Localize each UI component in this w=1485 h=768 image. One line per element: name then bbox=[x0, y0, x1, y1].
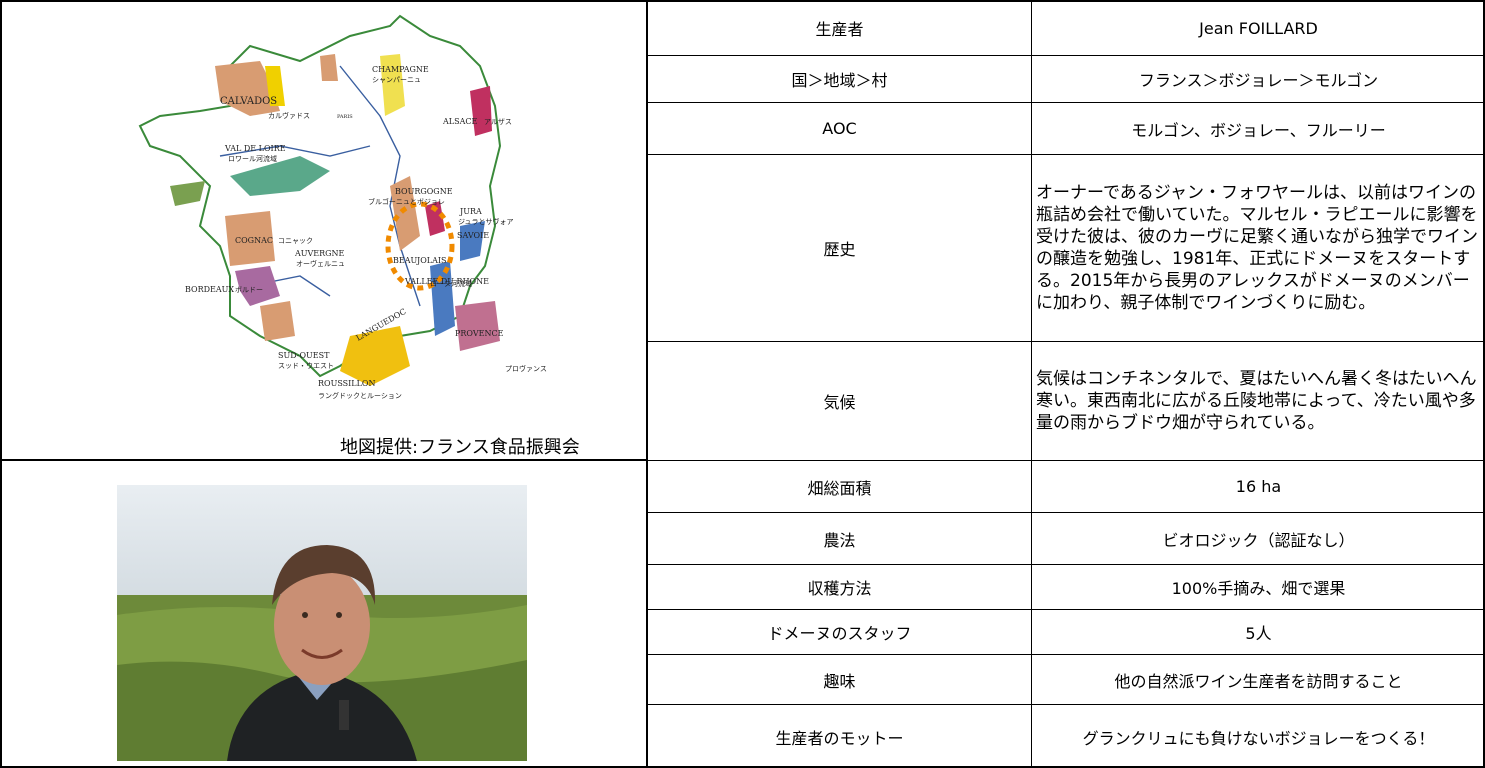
svg-text:ボルドー: ボルドー bbox=[235, 286, 263, 294]
svg-text:PARIS: PARIS bbox=[337, 114, 353, 120]
alsace-region bbox=[470, 86, 492, 136]
value-farming: ビオロジック（認証なし） bbox=[1031, 512, 1485, 564]
languedoc-region bbox=[340, 326, 410, 386]
sudouest-region bbox=[260, 301, 295, 341]
beaujolais-highlight bbox=[385, 201, 455, 291]
value-aoc: モルゴン、ボジョレー、フルーリー bbox=[1031, 102, 1485, 154]
svg-text:アルザス: アルザス bbox=[484, 118, 512, 126]
svg-text:ロワール河流域: ロワール河流域 bbox=[228, 154, 277, 163]
france-wine-map: CHAMPAGNE シャンパーニュ CALVADOS カルヴァドス PARIS … bbox=[100, 6, 640, 436]
value-hobby: 他の自然派ワイン生産者を訪問すること bbox=[1031, 654, 1485, 704]
value-staff: 5人 bbox=[1031, 609, 1485, 654]
svg-text:SAVOIE: SAVOIE bbox=[457, 231, 489, 240]
svg-text:JURA: JURA bbox=[459, 207, 482, 216]
svg-text:ジュラとサヴォア: ジュラとサヴォア bbox=[458, 217, 514, 226]
svg-text:PROVENCE: PROVENCE bbox=[455, 329, 504, 338]
producer-photo bbox=[117, 485, 527, 761]
left-divider bbox=[0, 459, 647, 461]
champagne-region bbox=[380, 54, 405, 116]
value-region: フランス＞ボジョレー＞モルゴン bbox=[1031, 55, 1485, 102]
svg-text:AUVERGNE: AUVERGNE bbox=[294, 249, 345, 258]
svg-text:ALSACE: ALSACE bbox=[442, 117, 477, 126]
svg-text:シャンパーニュ: シャンパーニュ bbox=[372, 76, 421, 84]
value-area: 16 ha bbox=[1031, 460, 1485, 512]
svg-text:スッド・ウエスト: スッド・ウエスト bbox=[278, 362, 334, 370]
bordeaux-region bbox=[235, 266, 280, 306]
svg-text:プロヴァンス: プロヴァンス bbox=[505, 364, 547, 373]
value-climate: 気候はコンチネンタルで、夏はたいへん暑く冬はたいへん寒い。東西南北に広がる丘陵地… bbox=[1031, 341, 1485, 460]
calvados-region bbox=[215, 61, 280, 116]
provence-region bbox=[455, 301, 500, 351]
label-champagne: CHAMPAGNE bbox=[372, 65, 429, 74]
column-divider bbox=[646, 0, 648, 768]
cognac-region bbox=[225, 211, 275, 266]
svg-text:BORDEAUX: BORDEAUX bbox=[185, 285, 234, 294]
savoie-region bbox=[460, 221, 485, 261]
svg-text:BEAUJOLAIS: BEAUJOLAIS bbox=[393, 256, 447, 265]
svg-text:BOURGOGNE: BOURGOGNE bbox=[395, 187, 453, 196]
value-harvest: 100%手摘み、畑で選果 bbox=[1031, 564, 1485, 609]
loire-region bbox=[230, 156, 330, 196]
photo-graphic bbox=[117, 485, 527, 761]
svg-text:ブルゴーニュとボジョレ: ブルゴーニュとボジョレ bbox=[368, 197, 445, 206]
svg-text:オーヴェルニュ: オーヴェルニュ bbox=[296, 259, 345, 268]
svg-text:コニャック: コニャック bbox=[278, 237, 313, 245]
map-caption: 地図提供:フランス食品振興会 bbox=[340, 437, 580, 458]
svg-text:SUD-OUEST: SUD-OUEST bbox=[278, 351, 330, 360]
svg-text:VALLEE DU RHONE: VALLEE DU RHONE bbox=[404, 277, 489, 286]
svg-text:ローヌ河流域: ローヌ河流域 bbox=[430, 279, 472, 288]
value-motto: グランクリュにも負けないボジョレーをつくる！ bbox=[1031, 704, 1485, 768]
map-graphic: CHAMPAGNE シャンパーニュ CALVADOS カルヴァドス PARIS … bbox=[138, 14, 547, 400]
bourgogne-region bbox=[390, 176, 420, 251]
rhone-region bbox=[430, 261, 455, 336]
svg-text:COGNAC: COGNAC bbox=[235, 236, 273, 245]
svg-text:ラングドックとルーション: ラングドックとルーション bbox=[318, 391, 402, 400]
svg-text:ROUSSILLON: ROUSSILLON bbox=[318, 379, 376, 388]
svg-text:カルヴァドス: カルヴァドス bbox=[268, 111, 310, 120]
value-history: オーナーであるジャン・フォワヤールは、以前はワインの瓶詰め会社で働いていた。マル… bbox=[1031, 154, 1485, 341]
svg-text:VAL DE LOIRE: VAL DE LOIRE bbox=[224, 144, 286, 153]
svg-text:CALVADOS: CALVADOS bbox=[220, 96, 277, 107]
